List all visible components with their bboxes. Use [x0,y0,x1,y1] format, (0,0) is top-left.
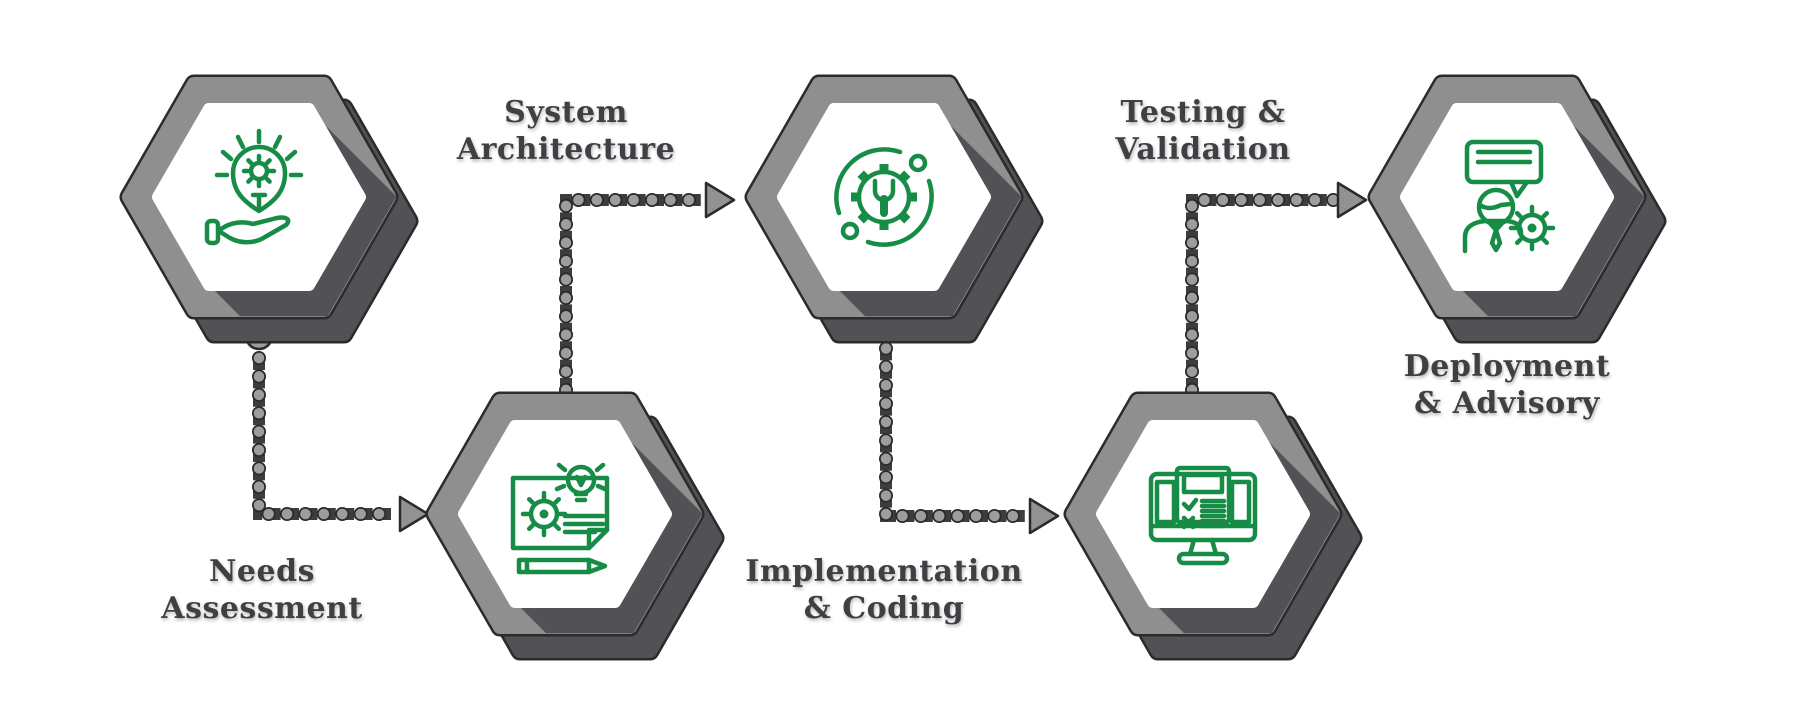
label-line: System [504,95,628,130]
arrow-right-icon [704,181,736,219]
connector-1-needs-to-architecture [244,321,430,533]
label-implementation-coding: Implementation & Coding [745,553,1022,627]
label-line: Testing & [1120,95,1286,130]
consultant-chat-gear-icon [1462,139,1556,254]
label-line: Needs [209,554,315,589]
label-line: Deployment [1403,349,1611,384]
label-line: & Coding [803,591,965,626]
label-needs-assessment: Needs Assessment [161,553,362,627]
label-line: Architecture [456,132,676,167]
label-deployment-advisory: Deployment & Advisory [1404,348,1610,422]
label-line: & Advisory [1414,386,1600,421]
blueprint-document-icon [510,462,610,575]
connector-3-implementation-to-testing [879,323,1060,535]
gear-wrench-orbit-icon [834,147,934,247]
connector-4-testing-to-deployment [1185,181,1368,397]
hexagon-testing-validation [1073,401,1533,714]
label-testing-validation: Testing & Validation [1115,94,1290,168]
connector-2-architecture-to-implementation [559,181,736,397]
label-line: Assessment [161,591,363,626]
arrow-right-icon [1336,181,1368,219]
arrow-right-icon [1028,497,1060,535]
monitor-checklist-icon [1148,465,1258,566]
label-line: Validation [1115,132,1291,167]
idea-lightbulb-hand-icon [204,128,304,246]
hexagon-implementation-coding [754,84,1214,566]
arrow-right-icon [398,495,430,533]
hexagon-needs-assessment [129,84,589,566]
label-system-architecture: System Architecture [457,94,675,168]
hexagon-deployment-advisory [1377,84,1800,566]
hexagon-system-architecture [435,401,895,714]
label-line: Implementation [745,554,1023,589]
